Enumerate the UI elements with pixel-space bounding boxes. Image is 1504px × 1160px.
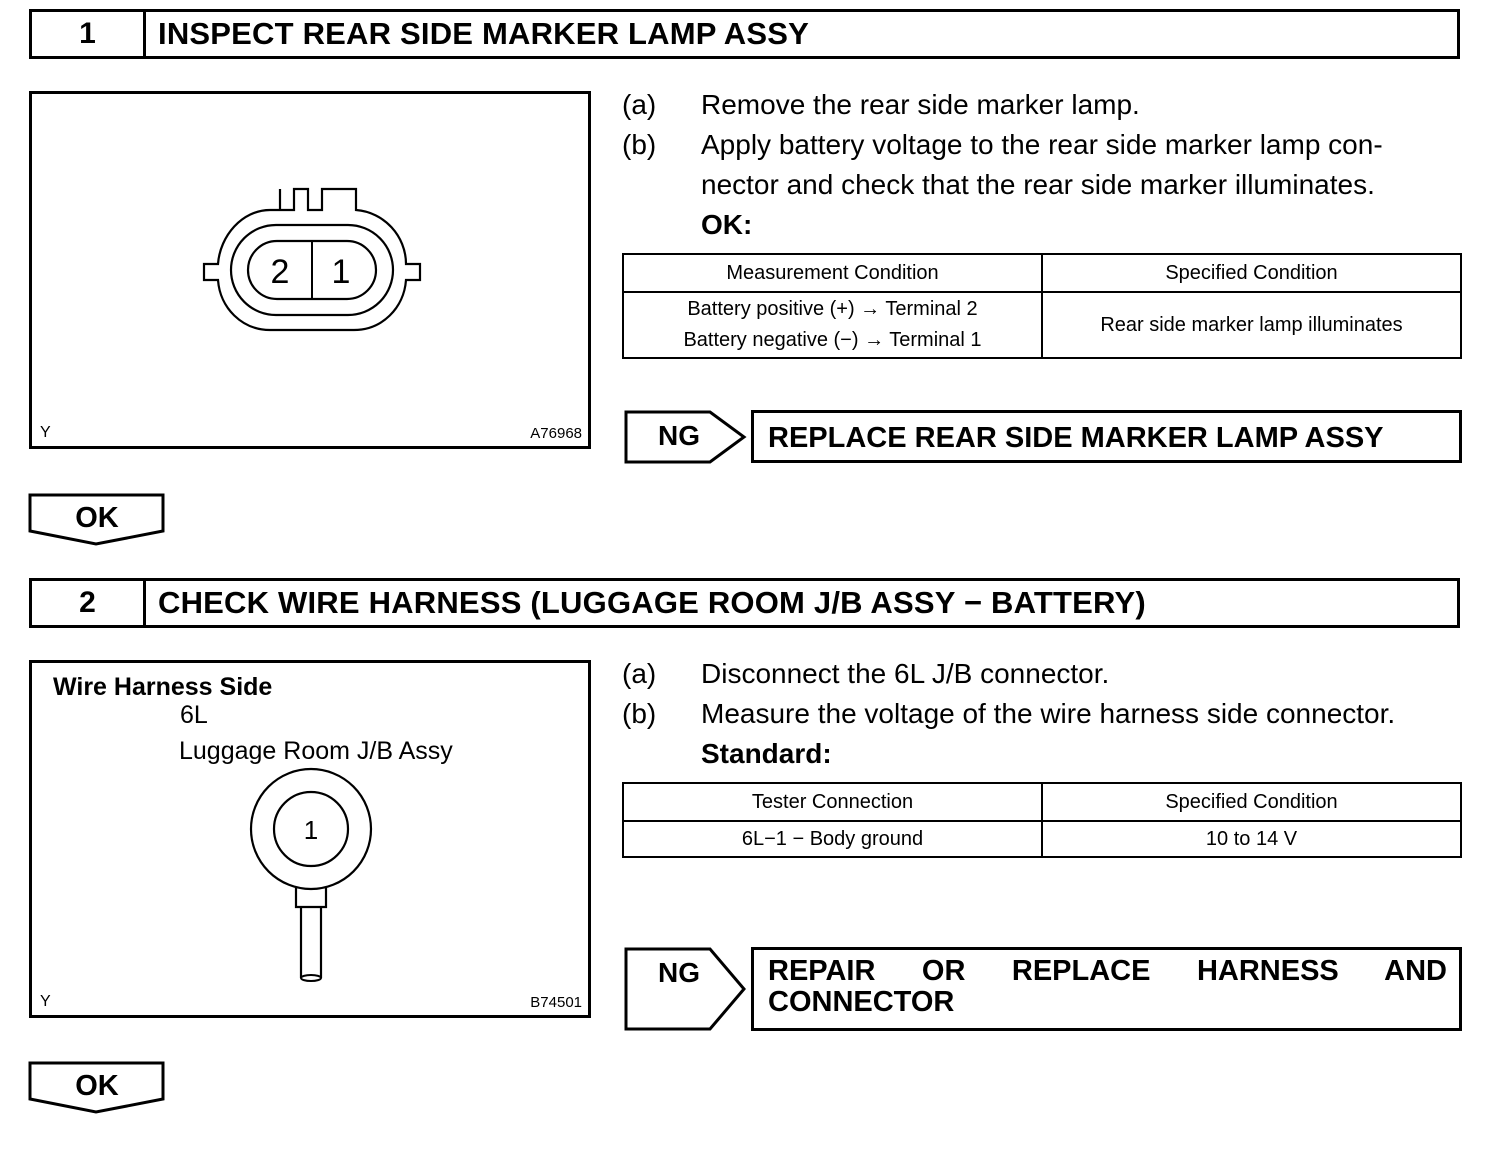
table-cell: 6L−1 − Body ground — [622, 820, 1043, 858]
ng-arrow-icon — [624, 947, 746, 1031]
condition-line: Battery positive (+) → Terminal 2 — [687, 298, 978, 320]
terminal-1-label: 1 — [332, 253, 351, 291]
ng-action-text: REPLACE REAR SIDE MARKER LAMP ASSY — [768, 422, 1384, 454]
step-2-illustration: Wire Harness Side 6L Luggage Room J/B As… — [29, 660, 591, 1018]
illustration-id: B74501 — [530, 994, 582, 1011]
table-cell: Battery positive (+) → Terminal 2 Batter… — [622, 291, 1043, 359]
step-1-instructions: (a) Remove the rear side marker lamp. (b… — [622, 85, 1464, 245]
wire-harness-side-label: Wire Harness Side — [53, 673, 273, 701]
ng-label: NG — [658, 957, 700, 988]
table-header: Measurement Condition — [622, 253, 1043, 293]
table-cell: 10 to 14 V — [1041, 820, 1462, 858]
condition-line: Battery negative (−) → Terminal 1 — [683, 329, 982, 351]
instruction-text: Apply battery voltage to the rear side m… — [701, 129, 1383, 200]
instruction-label: (a) — [622, 658, 657, 689]
instruction-item: (a) Remove the rear side marker lamp. — [622, 85, 1464, 125]
step-1-number: 1 — [32, 12, 146, 56]
table-row: 6L−1 − Body ground 10 to 14 V — [622, 820, 1462, 858]
result-heading: Standard: — [701, 738, 832, 769]
ng-arrow-icon — [624, 410, 747, 464]
step-1-title: INSPECT REAR SIDE MARKER LAMP ASSY — [158, 16, 809, 51]
step-1-header: 1 INSPECT REAR SIDE MARKER LAMP ASSY — [29, 9, 1460, 59]
step-2-number: 2 — [32, 581, 146, 625]
illustration-corner-mark: Y — [40, 993, 51, 1010]
step-2-spec-table: Tester Connection Specified Condition 6L… — [622, 782, 1462, 858]
illustration-corner-mark: Y — [40, 424, 51, 441]
ok-down-arrow-icon — [28, 1061, 165, 1114]
connector-name-label: Luggage Room J/B Assy — [179, 737, 453, 765]
instruction-item: (b) Measure the voltage of the wire harn… — [622, 694, 1482, 734]
instruction-text: Remove the rear side marker lamp. — [701, 89, 1140, 120]
terminal-1-label: 1 — [304, 815, 318, 845]
step-2-instructions: (a) Disconnect the 6L J/B connector. (b)… — [622, 654, 1482, 774]
instruction-text: Disconnect the 6L J/B connector. — [701, 658, 1110, 689]
terminal-2-label: 2 — [271, 253, 290, 291]
ng-action-text: REPAIR OR REPLACE HARNESS AND CONNECTOR — [768, 955, 1447, 1018]
ng-action-box: REPLACE REAR SIDE MARKER LAMP ASSY — [751, 410, 1462, 463]
table-header: Tester Connection — [622, 782, 1043, 822]
step-2-header: 2 CHECK WIRE HARNESS (LUGGAGE ROOM J/B A… — [29, 578, 1460, 628]
step-2-title: CHECK WIRE HARNESS (LUGGAGE ROOM J/B ASS… — [158, 585, 1146, 620]
instruction-item: (b) Apply battery voltage to the rear si… — [622, 125, 1464, 205]
result-heading: OK: — [701, 209, 753, 240]
instruction-text: Measure the voltage of the wire harness … — [701, 698, 1396, 729]
table-row: Battery positive (+) → Terminal 2 Batter… — [622, 291, 1462, 359]
ng-label: NG — [658, 420, 700, 451]
instruction-label: (b) — [622, 698, 657, 729]
lamp-connector-diagram: 2 1 — [202, 187, 422, 332]
instruction-item: (a) Disconnect the 6L J/B connector. — [622, 654, 1482, 694]
ok-label: OK — [75, 502, 119, 534]
condition-line: 6L−1 − Body ground — [741, 827, 924, 850]
connector-code-label: 6L — [180, 701, 208, 729]
ok-down-arrow-icon — [28, 493, 165, 546]
illustration-id: A76968 — [530, 425, 582, 442]
ground-terminal-diagram: 1 — [249, 767, 373, 982]
table-header: Specified Condition — [1041, 253, 1462, 293]
instruction-label: (a) — [622, 89, 657, 120]
ok-label: OK — [75, 1070, 119, 1102]
step-1-spec-table: Measurement Condition Specified Conditio… — [622, 253, 1462, 359]
instruction-label: (b) — [622, 129, 657, 160]
ng-action-box: REPAIR OR REPLACE HARNESS AND CONNECTOR — [751, 947, 1462, 1031]
table-header: Specified Condition — [1041, 782, 1462, 822]
table-cell: Rear side marker lamp illuminates — [1041, 291, 1462, 359]
step-1-illustration: 2 1 Y A76968 — [29, 91, 591, 449]
